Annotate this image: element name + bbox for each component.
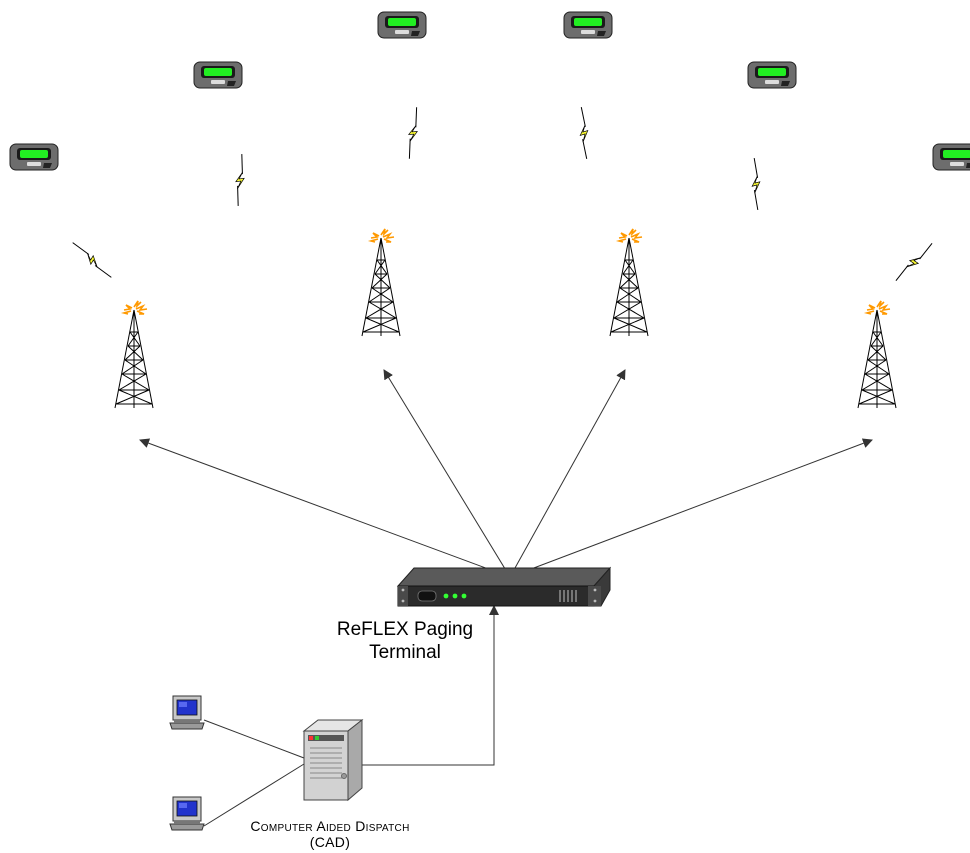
- computer-icon: [169, 695, 205, 730]
- paging-terminal-label: ReFLEX Paging Terminal: [300, 618, 510, 664]
- cad-label-line2: (CAD): [309, 834, 351, 850]
- lightning-signal-icon: [576, 106, 592, 160]
- terminal-to-tower-links: [139, 369, 873, 578]
- lightning-signal-icon: [404, 106, 422, 160]
- radio-tower-icon: [609, 228, 649, 337]
- paging-terminal-icon: [396, 566, 612, 607]
- radio-tower-icon: [361, 228, 401, 337]
- terminal-label-line1: ReFLEX Paging: [336, 619, 474, 640]
- lightning-signal-icon: [69, 239, 115, 281]
- pager-icon: [9, 143, 59, 171]
- pager-icon: [747, 61, 797, 89]
- link-to-tower-4: [509, 438, 873, 578]
- server-icon: [302, 718, 364, 802]
- pager-icon: [563, 11, 613, 39]
- cad-to-terminal-link: [362, 605, 499, 766]
- radio-tower-icon: [857, 300, 897, 409]
- link-to-tower-2: [383, 369, 511, 578]
- lightning-signal-icon: [749, 157, 763, 211]
- cad-label: Computer Aided Dispatch (CAD): [190, 818, 470, 850]
- lightning-signal-icon: [892, 240, 936, 284]
- workstation-1-link: [203, 719, 305, 759]
- link-to-tower-1: [139, 438, 511, 578]
- lightning-signal-icon: [233, 153, 247, 207]
- pager-icon: [193, 61, 243, 89]
- pager-icon: [377, 11, 427, 39]
- link-to-tower-3: [509, 369, 626, 578]
- radio-tower-icon: [114, 300, 154, 409]
- cad-label-line1: Computer Aided Dispatch: [250, 818, 410, 834]
- terminal-label-line2: Terminal: [369, 642, 441, 663]
- pager-icon: [932, 143, 970, 171]
- workstation-2-link: [203, 763, 305, 827]
